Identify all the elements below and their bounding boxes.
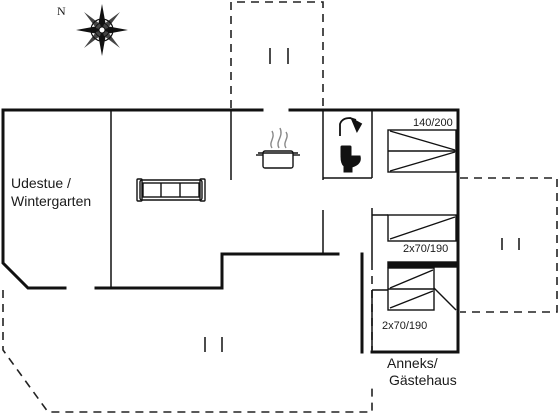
north-terrace-outline <box>230 1 324 108</box>
walls <box>1 108 460 354</box>
inner-walls <box>110 110 373 352</box>
bed-size-twin-upper: 2x70/190 <box>403 243 449 255</box>
sofa-icon <box>136 178 206 202</box>
room-label-annex-line2: Gästehaus <box>389 372 457 388</box>
south-terrace-outline <box>2 290 373 413</box>
shower-icon <box>339 116 363 136</box>
cooking-pot-icon <box>256 127 300 169</box>
double-bed <box>387 129 457 173</box>
room-label-annex-line1: Anneks/ <box>387 355 438 371</box>
bed-wall-marks <box>372 214 388 291</box>
twin-bed-upper <box>387 214 457 242</box>
bed-size-double: 140/200 <box>413 117 453 129</box>
compass-rose-icon <box>76 4 128 56</box>
room-label-conservatory-line1: Udestue / <box>11 175 71 191</box>
toilet-icon <box>340 145 361 173</box>
east-terrace-outline <box>460 177 558 313</box>
twin-bed-lower <box>387 261 457 311</box>
room-label-conservatory-line2: Wintergarten <box>11 193 92 209</box>
terrace-marks <box>204 48 520 352</box>
bed-size-twin-lower: 2x70/190 <box>382 320 428 332</box>
compass-north-letter: N <box>57 4 66 18</box>
